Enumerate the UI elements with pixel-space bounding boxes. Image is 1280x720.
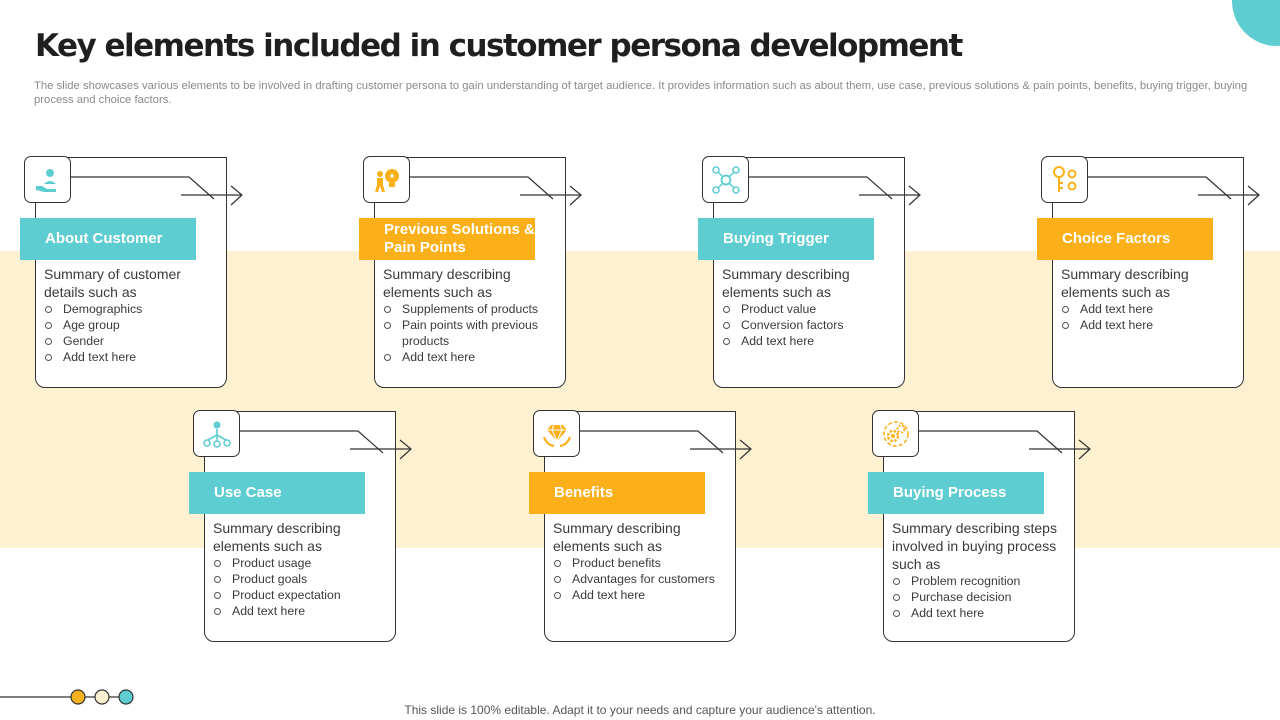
icon-box — [1041, 156, 1088, 203]
slide-subtitle: The slide showcases various elements to … — [34, 80, 1248, 106]
icon-box — [872, 410, 919, 457]
card-summary: Summary describing elements such as Prod… — [213, 519, 389, 619]
arrow-head-decoration — [690, 439, 752, 460]
arrow-decoration — [580, 430, 724, 454]
list-item: Add text here — [383, 349, 559, 365]
slide-title: Key elements included in customer person… — [35, 28, 963, 64]
user-network-icon — [202, 421, 231, 448]
list-item: Add text here — [892, 605, 1068, 621]
list-item: Add text here — [553, 587, 729, 603]
card-choice-factors: Choice Factors Summary describing elemen… — [1037, 156, 1260, 390]
arrow-decoration — [1088, 176, 1232, 200]
list-item: Product usage — [213, 555, 389, 571]
arrow-head-decoration — [859, 185, 921, 206]
arrow-head-decoration — [1198, 185, 1260, 206]
card-summary: Summary describing elements such as Supp… — [383, 265, 559, 365]
icon-box — [533, 410, 580, 457]
footer-note: This slide is 100% editable. Adapt it to… — [404, 703, 876, 717]
card-about-customer: About Customer Summary of customer detai… — [20, 156, 243, 390]
card-summary: Summary of customer details such as Demo… — [44, 265, 220, 365]
arrow-decoration — [71, 176, 215, 200]
list-item: Product value — [722, 301, 898, 317]
icon-box — [24, 156, 71, 203]
bullet-list: Add text here Add text here — [1061, 301, 1237, 333]
summary-text: Summary describing elements such as — [213, 520, 341, 554]
summary-text: Summary describing elements such as — [383, 266, 511, 300]
list-item: Product expectation — [213, 587, 389, 603]
card-label: Benefits — [529, 472, 705, 514]
list-item: Advantages for customers — [553, 571, 729, 587]
pain-points-icon — [374, 168, 399, 192]
summary-text: Summary of customer details such as — [44, 266, 181, 300]
card-label: Buying Process — [868, 472, 1044, 514]
arrow-decoration — [410, 176, 554, 200]
card-label: Previous Solutions & Pain Points — [359, 218, 535, 260]
list-item: Supplements of products — [383, 301, 559, 317]
list-item: Product benefits — [553, 555, 729, 571]
summary-text: Summary describing steps involved in buy… — [892, 520, 1057, 572]
arrow-head-decoration — [520, 185, 582, 206]
bullet-list: Product usage Product goals Product expe… — [213, 555, 389, 619]
list-item: Conversion factors — [722, 317, 898, 333]
diamond-hands-icon — [542, 424, 571, 447]
card-label: Buying Trigger — [698, 218, 874, 260]
icon-box — [193, 410, 240, 457]
card-label: About Customer — [20, 218, 196, 260]
list-item: Add text here — [1061, 317, 1237, 333]
card-use-case: Use Case Summary describing elements suc… — [189, 410, 412, 644]
slide-progress-dots — [0, 689, 134, 705]
customer-care-icon — [35, 168, 56, 192]
card-summary: Summary describing elements such as Prod… — [722, 265, 898, 349]
list-item: Product goals — [213, 571, 389, 587]
list-item: Add text here — [213, 603, 389, 619]
icon-box — [702, 156, 749, 203]
list-item: Gender — [44, 333, 220, 349]
progress-dot — [118, 689, 134, 705]
card-label: Use Case — [189, 472, 365, 514]
bullet-list: Product benefits Advantages for customer… — [553, 555, 729, 603]
corner-circle-decoration — [1232, 0, 1280, 46]
card-summary: Summary describing elements such as Add … — [1061, 265, 1237, 333]
arrow-head-decoration — [181, 185, 243, 206]
bullet-list: Demographics Age group Gender Add text h… — [44, 301, 220, 365]
progress-dot — [70, 689, 86, 705]
icon-box — [363, 156, 410, 203]
card-summary: Summary describing elements such as Prod… — [553, 519, 729, 603]
list-item: Add text here — [44, 349, 220, 365]
summary-text: Summary describing elements such as — [1061, 266, 1189, 300]
card-label: Choice Factors — [1037, 218, 1213, 260]
bullet-list: Product value Conversion factors Add tex… — [722, 301, 898, 349]
list-item: Add text here — [1061, 301, 1237, 317]
card-benefits: Benefits Summary describing elements suc… — [529, 410, 752, 644]
card-previous-solutions: Previous Solutions & Pain Points Summary… — [359, 156, 582, 390]
card-buying-process: Buying Process Summary describing steps … — [868, 410, 1091, 644]
bullet-list: Supplements of products Pain points with… — [383, 301, 559, 365]
arrow-head-decoration — [350, 439, 412, 460]
card-summary: Summary describing steps involved in buy… — [892, 519, 1068, 621]
arrow-head-decoration — [1029, 439, 1091, 460]
list-item: Problem recognition — [892, 573, 1068, 589]
network-icon — [711, 165, 740, 194]
arrow-decoration — [240, 430, 384, 454]
bullet-list: Problem recognition Purchase decision Ad… — [892, 573, 1068, 621]
arrow-decoration — [919, 430, 1063, 454]
list-item: Pain points with previous products — [383, 317, 559, 349]
gears-icon — [882, 420, 909, 447]
summary-text: Summary describing elements such as — [553, 520, 681, 554]
list-item: Add text here — [722, 333, 898, 349]
card-buying-trigger: Buying Trigger Summary describing elemen… — [698, 156, 921, 390]
key-gears-icon — [1052, 165, 1076, 192]
list-item: Demographics — [44, 301, 220, 317]
list-item: Purchase decision — [892, 589, 1068, 605]
summary-text: Summary describing elements such as — [722, 266, 850, 300]
arrow-decoration — [749, 176, 893, 200]
list-item: Age group — [44, 317, 220, 333]
progress-dot — [94, 689, 110, 705]
